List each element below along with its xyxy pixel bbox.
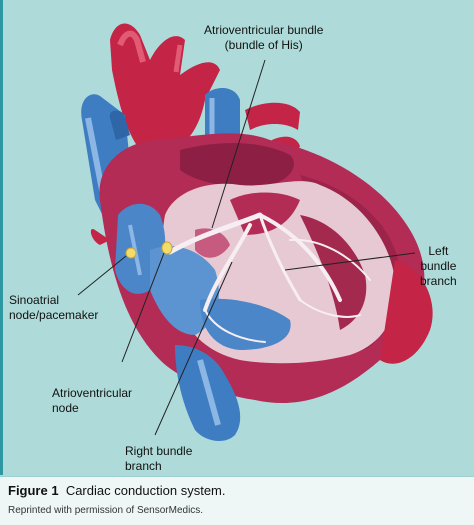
label-sa-node-line1: Sinoatrial bbox=[9, 293, 60, 307]
caption-panel bbox=[0, 476, 474, 525]
label-av-node-line1: Atrioventricular bbox=[52, 386, 133, 400]
label-av-bundle: Atrioventricular bundle (bundle of His) bbox=[204, 23, 323, 53]
leader-lines bbox=[77, 59, 416, 436]
label-left-bundle-line1: Left bbox=[428, 244, 449, 258]
label-left-bundle-branch: Left bundle branch bbox=[420, 244, 457, 289]
left-border-stripe bbox=[0, 0, 3, 475]
figure-number: Figure 1 bbox=[8, 483, 59, 498]
label-left-bundle-line3: branch bbox=[420, 274, 457, 288]
label-right-bundle-branch: Right bundle branch bbox=[125, 444, 192, 474]
right-coronary-stub bbox=[90, 228, 110, 245]
left-ventricle-wall bbox=[380, 260, 433, 364]
figure-credit: Reprinted with permission of SensorMedic… bbox=[8, 505, 204, 516]
figure-title: Cardiac conduction system. bbox=[65, 483, 226, 498]
figure-caption: Figure 1 Cardiac conduction system. bbox=[8, 483, 226, 498]
label-av-node: Atrioventricular node bbox=[52, 386, 132, 416]
conduction-nodes bbox=[125, 241, 173, 259]
label-av-bundle-line1: Atrioventricular bundle bbox=[204, 23, 324, 37]
heart-illustration bbox=[77, 23, 433, 442]
aorta bbox=[110, 23, 220, 151]
label-left-bundle-line2: bundle bbox=[420, 259, 457, 273]
right-chambers bbox=[115, 203, 291, 442]
label-right-bundle-line2: branch bbox=[125, 459, 162, 473]
label-sa-node: Sinoatrial node/pacemaker bbox=[9, 293, 98, 323]
label-right-bundle-line1: Right bundle bbox=[125, 444, 193, 458]
label-av-bundle-line2: (bundle of His) bbox=[224, 38, 303, 52]
label-av-node-line2: node bbox=[52, 401, 79, 415]
conduction-pathway bbox=[167, 212, 371, 343]
label-sa-node-line2: node/pacemaker bbox=[9, 308, 99, 322]
